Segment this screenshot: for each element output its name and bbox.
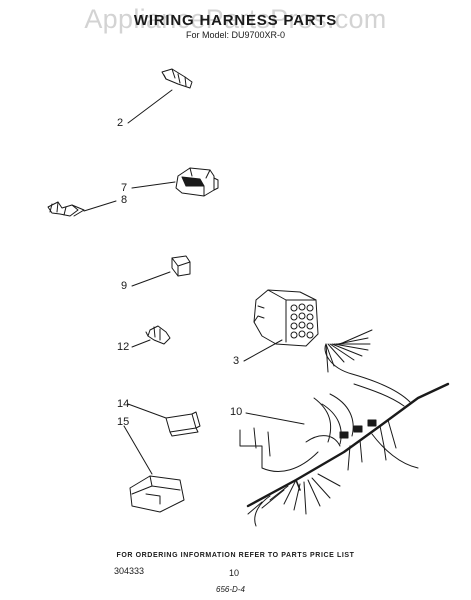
document-number: 656-D-4	[216, 585, 245, 594]
leader-3	[243, 339, 283, 362]
model-label: For Model: DU9700XR-0	[185, 30, 286, 40]
callout-10: 10	[230, 406, 243, 418]
part-15-connector-body	[129, 475, 185, 513]
diagram-code: 304333	[114, 566, 145, 576]
callout-7: 7	[121, 182, 128, 194]
watermark: AppliancePartsPros.com	[84, 4, 387, 34]
part-10-wiring-harness	[239, 329, 450, 527]
leader-9	[131, 271, 171, 287]
leader-7	[131, 181, 176, 189]
part-8-terminal	[47, 201, 85, 217]
leader-8	[83, 200, 117, 212]
leader-12	[131, 339, 151, 348]
ordering-note: FOR ORDERING INFORMATION REFER TO PARTS …	[116, 552, 355, 559]
leader-15	[123, 425, 153, 475]
leader-10	[245, 412, 305, 425]
part-9-block	[171, 255, 191, 277]
callout-8: 8	[121, 194, 128, 206]
callout-3: 3	[233, 355, 240, 367]
part-2-terminal	[161, 68, 193, 89]
page-number: 10	[229, 568, 240, 578]
part-12-terminal	[145, 325, 171, 345]
callout-12: 12	[117, 341, 130, 353]
page-title: WIRING HARNESS PARTS	[133, 12, 338, 29]
leader-14	[127, 403, 167, 419]
callout-15: 15	[117, 416, 130, 428]
part-3-large-connector	[253, 289, 319, 347]
leader-2	[127, 89, 173, 124]
part-7-connector-housing	[175, 167, 219, 197]
part-14-block	[165, 411, 201, 437]
callout-9: 9	[121, 280, 128, 292]
callout-2: 2	[117, 117, 124, 129]
callout-14: 14	[117, 398, 130, 410]
